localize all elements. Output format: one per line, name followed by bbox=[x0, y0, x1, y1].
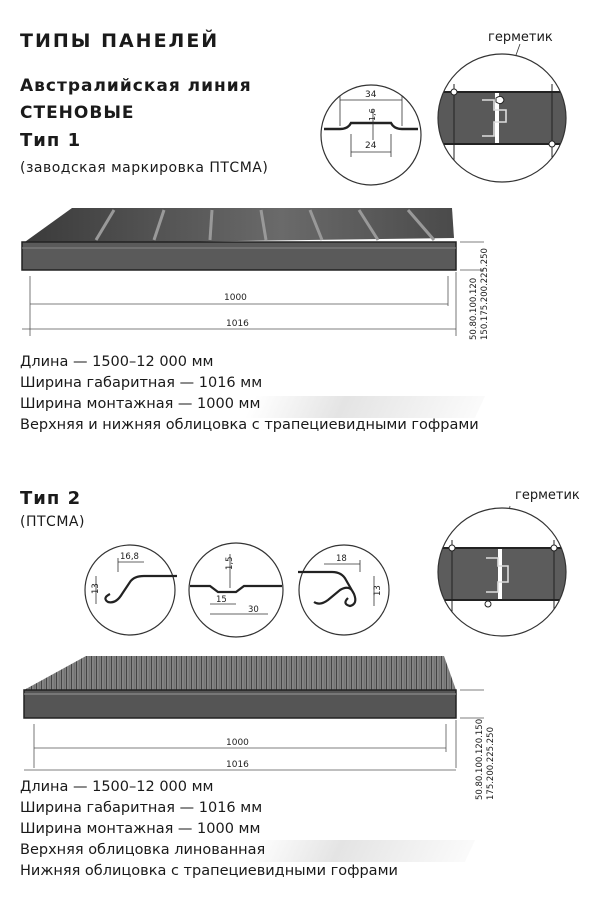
type2-note: (ПТСМА) bbox=[20, 514, 85, 530]
type1-specs: Длина — 1500–12 000 мм Ширина габаритная… bbox=[20, 352, 479, 436]
type2-joint-detail bbox=[437, 505, 567, 637]
dim-height: 1,6 bbox=[368, 108, 377, 121]
type1-spec-width-mount: Ширина монтажная — 1000 мм bbox=[20, 396, 261, 412]
type2-spec-width-mount: Ширина монтажная — 1000 мм bbox=[20, 821, 261, 837]
mid-inner: 15 bbox=[216, 595, 227, 605]
type1-heading: Тип 1 bbox=[20, 130, 82, 151]
type1-thickness: 50.80.100.120 150.175.200.225.250 bbox=[469, 248, 491, 340]
type2-sealant-label: герметик bbox=[515, 488, 580, 503]
line-name: Австралийская линия bbox=[20, 76, 252, 96]
right-height: 13 bbox=[373, 585, 383, 596]
left-width: 16,8 bbox=[120, 552, 139, 562]
type2-thickness: 50.80.100.120.150 175.200.225.250 bbox=[475, 719, 497, 800]
type1-joint-detail bbox=[437, 44, 567, 183]
right-width: 18 bbox=[336, 554, 347, 564]
mid-outer: 30 bbox=[248, 605, 259, 615]
type1-thickness-line2: 150.175.200.225.250 bbox=[480, 248, 490, 340]
type1-spec-width-overall: Ширина габаритная — 1016 мм bbox=[20, 375, 263, 391]
left-height: 13 bbox=[91, 583, 101, 594]
type2-spec-width-overall: Ширина габаритная — 1016 мм bbox=[20, 800, 263, 816]
type2-thickness-line2: 175.200.225.250 bbox=[486, 726, 496, 800]
type1-width-mount: 1000 bbox=[224, 293, 247, 303]
page-title: ТИПЫ ПАНЕЛЕЙ bbox=[20, 30, 220, 52]
type2-specs: Длина — 1500–12 000 мм Ширина габаритная… bbox=[20, 777, 398, 882]
type1-panel-drawing: 1000 1016 bbox=[21, 208, 484, 336]
type2-detail-left: 16,8 13 bbox=[84, 544, 177, 636]
type2-panel-drawing: 1000 1016 bbox=[23, 656, 484, 771]
type1-sealant-label: герметик bbox=[488, 30, 553, 45]
type2-spec-bottom-cladding: Нижняя облицовка с трапециевидными гофра… bbox=[20, 863, 398, 879]
type2-spec-length: Длина — 1500–12 000 мм bbox=[20, 779, 214, 795]
type2-width-mount: 1000 bbox=[226, 738, 249, 748]
type2-detail-mid: 1,5 15 30 bbox=[188, 542, 284, 638]
type1-spec-length: Длина — 1500–12 000 мм bbox=[20, 354, 214, 370]
type2-width-overall: 1016 bbox=[226, 760, 249, 770]
type1-profile-detail: 34 1,6 24 bbox=[320, 84, 422, 186]
type2-spec-top-cladding: Верхняя облицовка линованная bbox=[20, 842, 266, 858]
type2-thickness-line1: 50.80.100.120.150 bbox=[475, 718, 485, 800]
category-name: СТЕНОВЫЕ bbox=[20, 103, 135, 123]
dim-bottom: 24 bbox=[365, 141, 377, 151]
type2-heading: Тип 2 bbox=[20, 488, 82, 509]
mid-height: 1,5 bbox=[225, 556, 235, 570]
type1-width-overall: 1016 bbox=[226, 319, 249, 329]
type2-detail-right: 18 13 bbox=[298, 544, 390, 636]
type1-note: (заводская маркировка ПТСМА) bbox=[20, 160, 269, 176]
type1-spec-cladding: Верхняя и нижняя облицовка с трапециевид… bbox=[20, 417, 479, 433]
type1-thickness-line1: 50.80.100.120 bbox=[469, 277, 479, 340]
dim-top: 34 bbox=[365, 90, 377, 100]
